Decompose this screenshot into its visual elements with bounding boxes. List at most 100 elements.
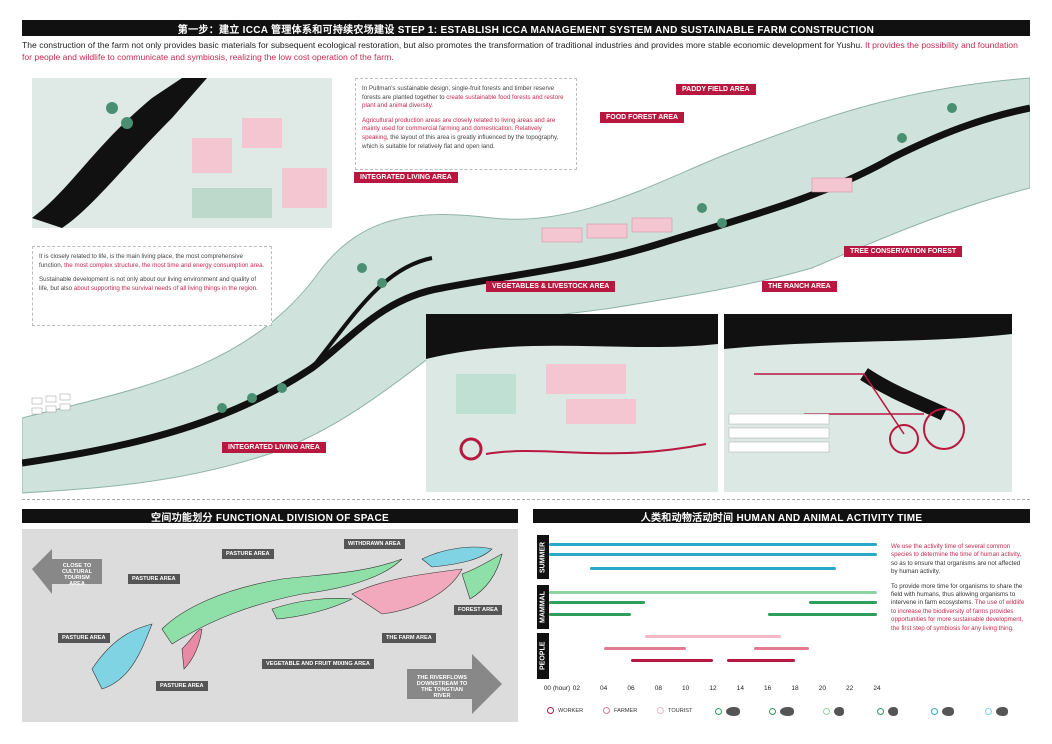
- legend-eagle: [931, 707, 954, 716]
- time-text-p2-red: The use of wildlife to increase the biod…: [891, 599, 1025, 632]
- section-title-functional: 空间功能划分 FUNCTIONAL DIVISION OF SPACE: [22, 509, 518, 524]
- rodent-icon: [834, 707, 844, 716]
- bird-ring-icon: [877, 708, 884, 715]
- inset-vegetables-drawing: [426, 314, 718, 461]
- axis-tick-label: 08: [654, 685, 662, 692]
- axis-tick-label: 00 (hour): [543, 685, 571, 692]
- axis-tick-label: 14: [736, 685, 744, 692]
- worker-ring-icon: [547, 707, 554, 714]
- river-branch: [310, 256, 433, 370]
- eagle-ring-icon: [931, 708, 938, 715]
- tree-clusters: [217, 103, 957, 413]
- crane-icon: [996, 707, 1008, 716]
- legend-tourist-label: TOURIST: [668, 707, 693, 714]
- axis-tick-label: 18: [791, 685, 799, 692]
- activity-bar-people-1: [603, 647, 686, 650]
- axis-tick-label: 10: [682, 685, 690, 692]
- axis-tick-label: 12: [709, 685, 717, 692]
- callout-top-p2-black: the layout of this area is greatly influ…: [362, 133, 559, 150]
- legend-cat: [769, 707, 794, 716]
- inset-vegetables-image: [426, 314, 718, 492]
- time-text-p2-black: To provide more time for organisms to sh…: [891, 582, 1023, 607]
- activity-bar-mammal-0: [549, 591, 877, 594]
- time-text-p1-black: so as to ensure that organisms are not a…: [891, 559, 1021, 576]
- label-arrow-river: THE RIVERFLOWS DOWNSTREAM TO THE TONGTIA…: [416, 675, 468, 699]
- section-title-activity: 人类和动物活动时间 HUMAN AND ANIMAL ACTIVITY TIME: [533, 509, 1030, 524]
- inset-ranch-image: [724, 314, 1012, 492]
- axis-tick-label: 24: [873, 685, 881, 692]
- inset-ranch-drawing: [724, 314, 1012, 454]
- bird-icon: [888, 707, 898, 716]
- rodent-ring-icon: [823, 708, 830, 715]
- farmer-ring-icon: [603, 707, 610, 714]
- intro-text: The construction of the farm not only pr…: [22, 39, 1030, 63]
- crane-ring-icon: [985, 708, 992, 715]
- functional-map-drawing: [32, 546, 503, 714]
- legend-bird: [877, 707, 898, 716]
- activity-bar-people-4: [726, 659, 795, 662]
- callout-living-area: It is closely related to life, is the ma…: [32, 246, 272, 326]
- tag-ranch: THE RANCH AREA: [762, 281, 837, 292]
- axis-tick-label: 20: [818, 685, 826, 692]
- tag-integrated-bottom: INTEGRATED LIVING AREA: [222, 442, 326, 453]
- otter-ring-icon: [715, 708, 722, 715]
- activity-bar-people-0: [644, 635, 782, 638]
- tag-paddy-field: PADDY FIELD AREA: [676, 84, 756, 95]
- timeline-area: 00 (hour)02 04 06 08 10 12 14 16 18 20 22 24: [533, 529, 891, 699]
- tag-vegetables-livestock: VEGETABLES & LIVESTOCK AREA: [486, 281, 616, 292]
- field-grid: [541, 177, 853, 243]
- label-pasture-top: PASTURE AREA: [222, 549, 274, 559]
- section-title-step1: 第一步：建立 ICCA 管理体系和可持续农场建设 STEP 1: ESTABLI…: [22, 20, 1030, 36]
- axis-tick-label: 04: [600, 685, 608, 692]
- wildcat-icon: [780, 707, 794, 716]
- label-farm: THE FARM AREA: [382, 633, 436, 643]
- inset-living-area-image: [32, 78, 332, 228]
- label-withdrawn: WITHDRAWN AREA: [344, 539, 405, 549]
- intro-black: The construction of the farm not only pr…: [22, 40, 865, 50]
- axis-tick-label: 02: [572, 685, 580, 692]
- label-arrow-cultural: CLOSE TO CULTURAL TOURISM AREA: [61, 563, 93, 587]
- tag-integrated-top: INTEGRATED LIVING AREA: [354, 172, 458, 183]
- activity-bar-summer-1: [549, 553, 877, 556]
- activity-bar-mammal-4: [767, 613, 877, 616]
- label-pasture-left: PASTURE AREA: [128, 574, 180, 584]
- label-pasture-far-left: PASTURE AREA: [58, 633, 110, 643]
- activity-bar-people-2: [754, 647, 809, 650]
- activity-bar-summer-2: [590, 567, 836, 570]
- callout-food-forest: In Pullman's sustainable design, single-…: [355, 78, 577, 170]
- activity-bar-people-3: [631, 659, 713, 662]
- legend-tourist: TOURIST: [657, 707, 692, 714]
- cat-ring-icon: [769, 708, 776, 715]
- time-text-p1-red: We use the activity time of several comm…: [891, 543, 1022, 559]
- axis-tick-label: 16: [764, 685, 772, 692]
- tourist-ring-icon: [657, 707, 664, 714]
- otter-icon: [726, 707, 740, 716]
- callout-left-p1-red: the most complex structure, the most tim…: [64, 261, 265, 269]
- axis-tick-label: 06: [627, 685, 635, 692]
- intro-red: It provides the possibility and foundati…: [22, 40, 1018, 62]
- callout-left-p2-red: about supporting the survival needs of a…: [73, 284, 258, 292]
- activity-bar-mammal-2: [808, 601, 877, 604]
- legend-rodent: [823, 707, 844, 716]
- tag-food-forest: FOOD FOREST AREA: [600, 112, 685, 123]
- axis-tick-label: 22: [846, 685, 854, 692]
- functional-division-panel: CLOSE TO CULTURAL TOURISM AREA THE RIVER…: [22, 529, 518, 722]
- callout-top-p1-black: In Pullman's sustainable design, single-…: [362, 85, 555, 101]
- tag-tree-conservation: TREE CONSERVATION FOREST: [844, 246, 963, 257]
- river: [22, 104, 1030, 467]
- activity-description: We use the activity time of several comm…: [891, 543, 1027, 639]
- legend-crane: [985, 707, 1008, 716]
- arrow-right-shape: [407, 654, 502, 714]
- legend-otter: [715, 707, 740, 716]
- label-veg-fruit: VEGETABLE AND FRUIT MIXING AREA: [262, 659, 374, 669]
- arrow-left-shape: [32, 549, 102, 594]
- callout-top-p2-red: Agricultural production areas are closel…: [362, 116, 556, 141]
- activity-bar-mammal-1: [549, 601, 645, 604]
- activity-bar-summer-0: [549, 543, 877, 546]
- inset-living-drawing: [32, 78, 327, 228]
- label-pasture-bottom: PASTURE AREA: [156, 681, 208, 691]
- housing-blocks: [31, 393, 71, 415]
- activity-bar-mammal-3: [549, 613, 631, 616]
- farm-masterplan: In Pullman's sustainable design, single-…: [22, 68, 1030, 500]
